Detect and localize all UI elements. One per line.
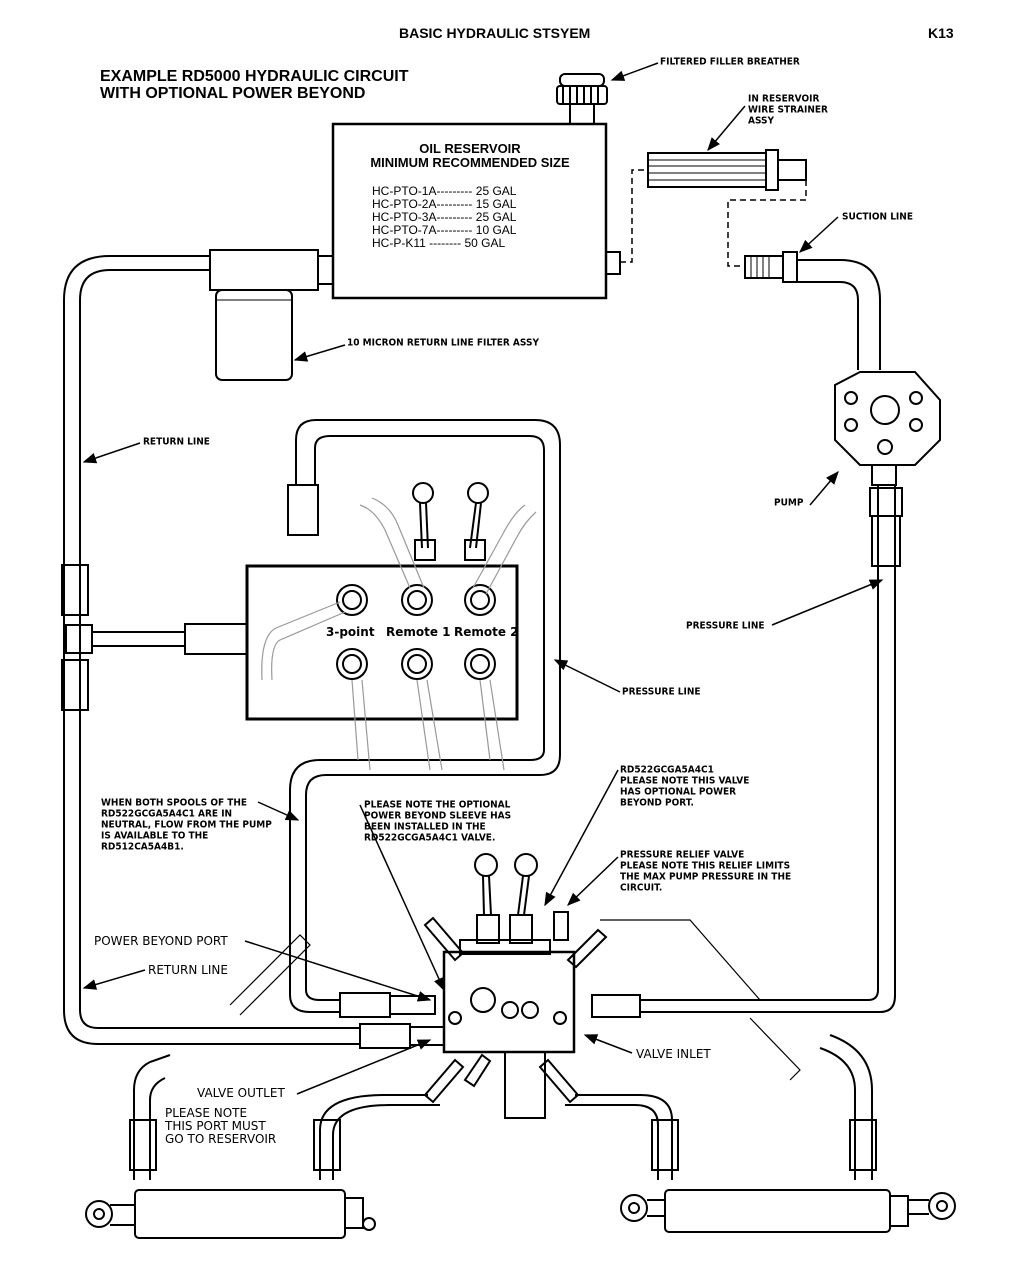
callout-pressure-line-mid: PRESSURE LINE [622,687,701,698]
valve-fittings [339,916,641,1104]
return-line [79,269,360,1029]
callout-pump: PUMP [774,498,804,509]
callout-valve-outlet: VALVE OUTLET [197,1086,285,1100]
reservoir-row: HC-PTO-3A--------- 25 GAL [372,210,517,224]
reservoir-row: HC-PTO-7A--------- 10 GAL [372,223,517,237]
callout-return-filter: 10 MICRON RETURN LINE FILTER ASSY [347,338,539,349]
return-filter [209,249,334,381]
callout-pressure-line-right: PRESSURE LINE [686,621,765,632]
cylinder-right [620,1189,956,1233]
callout-filler-breather: FILTERED FILLER BREATHER [660,57,800,68]
cylinder-left [85,1189,376,1239]
callout-relief-valve: PRESSURE RELIEF VALVE PLEASE NOTE THIS R… [620,850,792,894]
reservoir-row: HC-P-K11 -------- 50 GAL [372,236,506,250]
remote-panel [245,564,519,721]
pump [834,371,941,486]
diagram-title: EXAMPLE RD5000 HYDRAULIC CIRCUIT WITH OP… [100,68,409,102]
callout-valve-note: RD522GCGA5A4C1 PLEASE NOTE THIS VALVE HA… [620,765,750,809]
callout-power-beyond-sleeve: PLEASE NOTE THE OPTIONAL POWER BEYOND SL… [364,800,512,844]
port-label-3-point: 3-point [326,625,375,639]
callout-return-line-bottom: RETURN LINE [148,963,228,977]
callout-spools-note: WHEN BOTH SPOOLS OF THE RD522GCGA5A4C1 A… [101,798,272,853]
reservoir-row: HC-PTO-2A--------- 15 GAL [372,197,517,211]
callout-outlet-note: PLEASE NOTE THIS PORT MUST GO TO RESERVO… [165,1106,277,1146]
callout-power-beyond-port: POWER BEYOND PORT [94,934,228,948]
reservoir-row: HC-PTO-1A--------- 25 GAL [372,184,517,198]
wire-strainer [647,149,807,191]
page-header-title: BASIC HYDRAULIC STSYEM [399,25,591,41]
callout-strainer: IN RESERVOIR WIRE STRAINER ASSY [748,94,828,127]
filler-breather [556,73,608,125]
port-label-remote-1: Remote 1 [386,625,451,639]
panel-levers [412,482,489,561]
page-code: K13 [928,25,954,41]
oil-reservoir [331,122,608,300]
callout-suction-line: SUCTION LINE [842,212,913,223]
panel-couplers [336,584,496,680]
suction-hose [797,259,881,370]
pressure-line [640,485,879,1001]
reservoir-title: OIL RESERVOIR MINIMUM RECOMMENDED SIZE [370,141,570,170]
control-valve [442,853,576,1119]
callout-return-line-top: RETURN LINE [143,437,210,448]
port-label-remote-2: Remote 2 [454,625,519,639]
callout-valve-inlet: VALVE INLET [636,1047,711,1061]
